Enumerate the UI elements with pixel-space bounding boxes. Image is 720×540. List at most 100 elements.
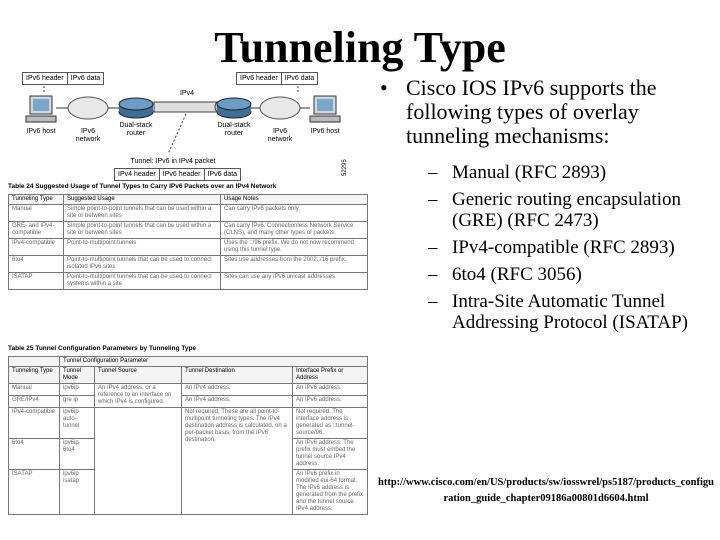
figure-id: 52295 [342,159,348,176]
table-cell: An IPv6 prefix in modified eui-64 format… [292,469,368,515]
left-packet: IPv6 header IPv6 data [22,72,105,85]
table-cell: Manual [8,204,64,222]
column-header: Interface Prefix or Address [292,366,368,384]
column-header: Tunnel Source [94,366,182,384]
table25-caption: Table 25 Tunnel Configuration Parameters… [8,345,197,352]
right-packet: IPv6 header IPv6 data [236,72,319,85]
sub-bullet: –Generic routing encapsulation (GRE) (RF… [428,189,710,231]
right-host-icon [309,95,341,123]
table-cell: Uses the ::/96 prefix. We do not now rec… [220,238,368,256]
left-router-label: Dual-stack router [119,122,153,137]
table-row: IPv4-compatible ipv6ip auto-tunnel Not r… [8,407,368,515]
left-host-label: IPv6 host [26,128,56,135]
table24-caption: Table 24 Suggested Usage of Tunnel Types… [8,183,277,190]
table-cell: Can carry IPv6, Connectionless Network S… [220,221,368,239]
table-row: Manual ipv6ip An IPv4 address, or a refe… [8,383,368,408]
table-cell [94,407,182,515]
right-router-label: Dual-stack router [217,122,251,137]
column-header: Tunneling Type [8,366,60,384]
left-network-label: IPv6 network [75,128,101,143]
diagram-graphic: 52295 [25,86,348,176]
table-cell: Simple point-to-point tunnels that can b… [63,221,221,239]
table-cell: 6to4 [8,255,64,273]
bullet-dot-icon: • [380,75,388,100]
table-cell: GRE- and IPv4-compatible [8,221,64,239]
dash-icon: – [428,264,438,285]
right-network-label: IPv6 network [267,128,293,143]
sub-bullet: –IPv4-compatible (RFC 2893) [428,237,710,258]
sub-bullet-text: Generic routing encapsulation (GRE) (RFC… [452,189,681,231]
dash-icon: – [428,291,438,312]
table-cell: IPv4-compatible [8,238,64,256]
table-cell: Point-to-multipoint tunnels that can be … [63,272,221,290]
table-group-header-row: Tunnel Configuration Parameter [8,356,368,367]
table-row: GRE- and IPv4-compatible Simple point-to… [8,221,368,239]
dash-icon: – [428,189,438,210]
column-header [8,356,60,367]
sub-bullet: –Intra-Site Automatic Tunnel Addressing … [428,291,710,333]
table-cell: An IPv4 address, or a reference to an in… [94,383,182,408]
table-cell: Point-to-multipoint tunnels that can be … [63,255,221,273]
table-cell: Not required. The interface address is g… [292,407,368,439]
table-row: 6to4 ipv6ip 6to4 An IPv6 address. The pr… [8,438,368,470]
table-cell: An IPv4 address. [181,395,293,408]
table-cell: An IPv6 address. [292,395,368,408]
table25: Tunnel Configuration Parameter Tunneling… [8,356,368,515]
table-cell: An IPv6 address. The prefix must embed t… [292,438,368,470]
table-cell: Can carry IPv6 packets only. [220,204,368,222]
table-cell: gre ip [59,395,95,408]
tunnel-diagram: 52295 IPv6 header IPv6 data IPv6 header … [8,64,352,190]
main-bullet: • Cisco IOS IPv6 supports the following … [380,76,710,148]
slide-title: Tunneling Type [214,23,506,72]
table-cell: 6to4 [8,438,60,470]
bullet-list: • Cisco IOS IPv6 supports the following … [380,76,710,339]
table-row: 6to4 Point-to-multipoint tunnels that ca… [8,255,368,273]
left-router-icon [118,97,154,119]
dash-icon: – [428,237,438,258]
table-cell: GRE/IPv4 [8,395,60,408]
table-cell: Sites use addresses from the 2002::/16 p… [220,255,368,273]
table-row: GRE/IPv4 gre ip An IPv4 address. An IPv6… [8,395,368,408]
packet-field: IPv6 data [70,75,101,82]
table-cell: ipv6ip [59,383,95,396]
table24: Tunneling Type Suggested Usage Usage Not… [8,194,368,290]
table-cell: ISATAP [8,469,60,515]
packet-field: IPv6 header [160,169,205,180]
column-header: Tunneling Type [8,194,64,205]
column-header: Usage Notes [220,194,368,205]
sub-bullet-text: 6to4 (RFC 3056) [452,264,582,285]
dash-icon: – [428,162,438,183]
packet-field: IPv4 header [115,169,160,180]
table-cell: Not required. These are all point-to-mul… [181,407,293,515]
cloud-label: IPv4 [179,90,194,97]
column-header: Tunnel Mode [59,366,95,384]
packet-field: IPv6 data [284,75,315,82]
table-cell: IPv4-compatible [8,407,60,439]
table-row: Manual Simple point-to-point tunnels tha… [8,204,368,222]
table-row: ISATAP Point-to-multipoint tunnels that … [8,272,368,290]
table-header-row: Tunneling Type Tunnel Mode Tunnel Source… [8,366,368,384]
table-cell: ipv6ip 6to4 [59,438,95,470]
table-cell: Manual [8,383,60,396]
tunnel-pipe-icon [153,101,222,113]
table-cell: ipv6ip auto-tunnel [59,407,95,439]
column-header: Suggested Usage [63,194,221,205]
table-cell: Sites can use any IPv6 unicast addresses… [220,272,368,290]
packet-field: IPv6 header [23,73,68,84]
reference-link[interactable]: http://www.cisco.com/en/US/products/sw/i… [377,477,715,504]
right-router-icon [216,97,252,119]
right-network-icon [259,96,301,120]
sub-bullet: –Manual (RFC 2893) [428,162,710,183]
table-row: IPv4-compatible Point-to-multipoint tunn… [8,238,368,256]
table-cell: Point-to-multipoint tunnels [63,238,221,256]
packet-field: IPv6 data [207,171,238,178]
table-cell: ipv6ip isatap [59,469,95,515]
table-cell: An IPv6 address. [292,383,368,396]
table-cell: Simple point-to-point tunnels that can b… [63,204,221,222]
main-bullet-text: Cisco IOS IPv6 supports the following ty… [406,75,657,148]
left-network-icon [67,96,109,120]
table-header-row: Tunneling Type Suggested Usage Usage Not… [8,194,368,205]
tunnel-label: Tunnel: IPv6 in IPv4 packet [130,158,216,165]
sub-bullet-text: Manual (RFC 2893) [452,162,607,183]
column-header: Tunnel Destination [181,366,293,384]
